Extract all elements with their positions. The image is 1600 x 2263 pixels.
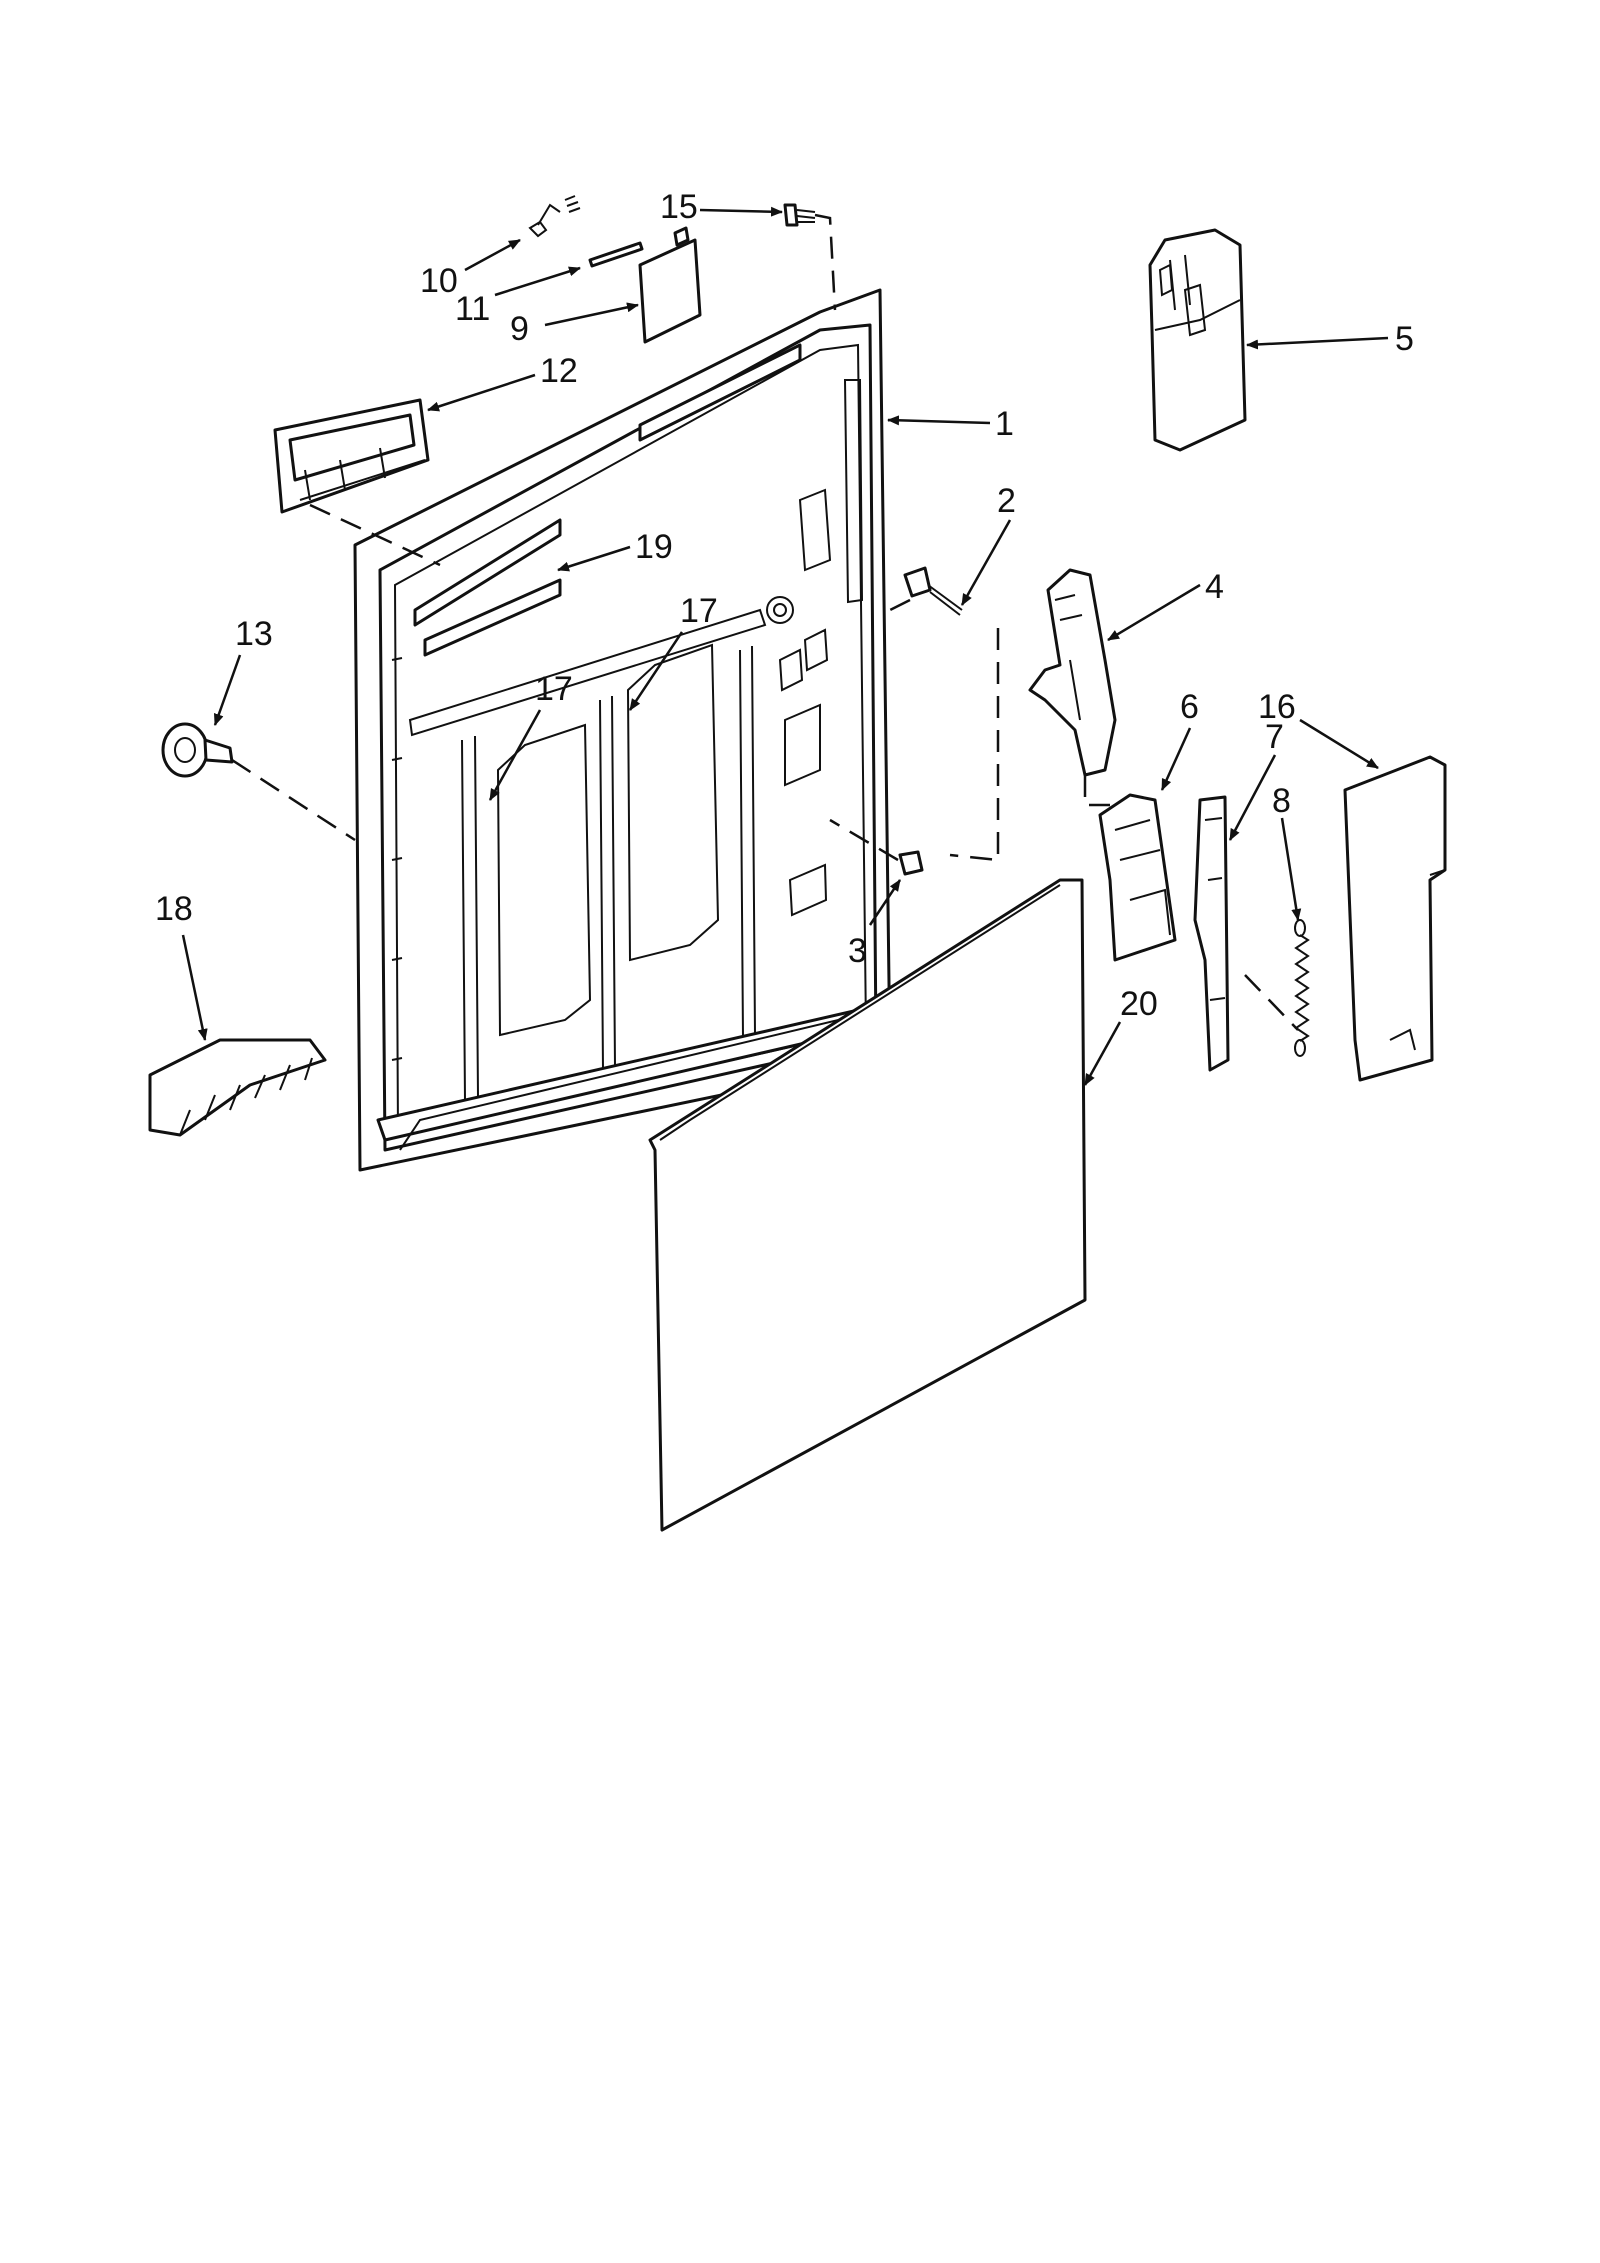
switch-housing-5	[1148, 228, 1247, 452]
callout-15: 15	[660, 188, 698, 226]
callout-16: 16	[1258, 688, 1296, 726]
screw-guide-line	[814, 213, 837, 311]
pin-rod	[588, 241, 644, 268]
callout-9: 9	[510, 310, 529, 348]
nut-guide-line	[829, 818, 899, 862]
knob-guide-line	[231, 758, 356, 842]
latch-pin-guide-line	[879, 598, 911, 617]
callout-19: 19	[635, 528, 673, 566]
callout-leaders	[181, 206, 1389, 1086]
callout-12: 12	[540, 352, 578, 390]
latch-housing-6	[1098, 793, 1177, 962]
callout-7: 7	[1265, 718, 1284, 756]
side-panel-16	[1343, 755, 1447, 1082]
door-handle	[273, 398, 430, 514]
hinge-spring	[528, 195, 581, 238]
housing-guide-line	[1083, 775, 1110, 807]
callout-10: 10	[420, 262, 458, 300]
spring-8	[1294, 919, 1310, 1057]
callout-11: 11	[455, 290, 490, 328]
outer-door-sheet	[648, 878, 1087, 1532]
callout-5: 5	[1395, 320, 1414, 358]
vent-cover	[638, 226, 702, 344]
callout-1: 1	[995, 405, 1014, 443]
handle-guide-line	[309, 503, 441, 567]
callout-17a: 17	[535, 670, 573, 708]
nut-3	[898, 850, 924, 876]
latch-bracket-4	[1028, 568, 1117, 777]
callout-3: 3	[848, 932, 867, 970]
spring-guide-line	[1244, 974, 1299, 1031]
callout-17b: 17	[680, 592, 718, 630]
callout-2: 2	[997, 482, 1016, 520]
slide-arm-7	[1193, 795, 1230, 1072]
callout-13: 13	[235, 615, 273, 653]
callout-4: 4	[1205, 568, 1224, 606]
knob-13	[161, 722, 234, 778]
screw-15	[783, 203, 816, 227]
inner-door-panel	[353, 288, 892, 1172]
callout-8: 8	[1272, 782, 1291, 820]
latch-pin-2	[903, 566, 963, 616]
callout-20: 20	[1120, 985, 1158, 1023]
callout-labels: 1 2 3 4 5 6 7 8 9 10 11 12 13 15 16 17 1…	[155, 188, 1414, 1023]
callout-6: 6	[1180, 688, 1199, 726]
callout-18: 18	[155, 890, 193, 928]
trim-cap-18	[148, 1038, 327, 1137]
bracket-guide-line	[949, 628, 1000, 862]
